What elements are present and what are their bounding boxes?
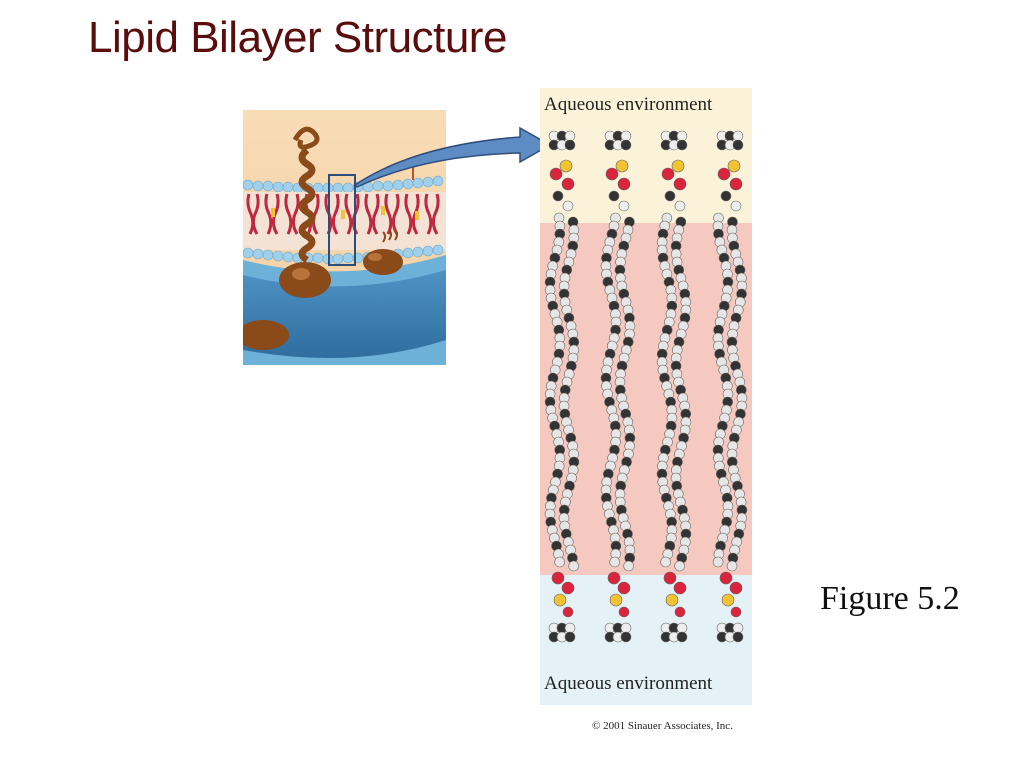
- atom: [732, 139, 744, 151]
- atom: [676, 139, 688, 151]
- atom: [660, 556, 671, 568]
- atom: [551, 571, 565, 585]
- atom: [553, 593, 567, 607]
- atom: [623, 560, 634, 572]
- atom: [552, 190, 564, 202]
- aqueous-bottom-label: Aqueous environment: [544, 673, 713, 694]
- atom: [674, 560, 685, 572]
- atom: [561, 581, 575, 595]
- atom: [729, 177, 743, 191]
- aqueous-top-label: Aqueous environment: [544, 94, 713, 115]
- atom: [674, 200, 686, 212]
- atom: [676, 631, 688, 643]
- atom: [564, 139, 576, 151]
- atom: [676, 130, 688, 142]
- atom: [663, 571, 677, 585]
- atom: [620, 622, 632, 634]
- copyright-notice: © 2001 Sinauer Associates, Inc.: [592, 720, 733, 732]
- atom: [562, 606, 574, 618]
- atom: [617, 177, 631, 191]
- atom: [673, 581, 687, 595]
- atom: [608, 190, 620, 202]
- atom: [661, 167, 675, 181]
- atom: [564, 130, 576, 142]
- atom: [665, 593, 679, 607]
- figure-label: Figure 5.2: [820, 580, 960, 617]
- atom: [673, 177, 687, 191]
- atom: [720, 190, 732, 202]
- atom: [564, 631, 576, 643]
- atom: [671, 159, 685, 173]
- page-title: Lipid Bilayer Structure: [88, 13, 507, 62]
- atom: [562, 200, 574, 212]
- atom: [618, 200, 630, 212]
- atom: [717, 167, 731, 181]
- atom: [712, 556, 724, 568]
- atom: [676, 622, 688, 634]
- atom: [719, 571, 733, 585]
- atom: [726, 560, 738, 572]
- atom: [618, 606, 630, 618]
- atom: [559, 159, 573, 173]
- atom: [732, 622, 744, 634]
- atom: [609, 593, 623, 607]
- atom: [605, 167, 619, 181]
- atom: [727, 159, 741, 173]
- atom: [620, 139, 632, 151]
- bilayer-molecules: [540, 88, 752, 705]
- membrane-inset-illustration: [243, 110, 446, 365]
- atom: [564, 622, 576, 634]
- atom: [554, 556, 565, 568]
- atom: [721, 593, 735, 607]
- bilayer-model: Aqueous environment Aqueous environment: [540, 88, 752, 705]
- atom: [609, 556, 620, 568]
- atom: [729, 581, 743, 595]
- atom: [620, 631, 632, 643]
- atom: [620, 130, 632, 142]
- atom: [549, 167, 563, 181]
- atom: [730, 200, 742, 212]
- atom: [730, 606, 742, 618]
- atom: [674, 606, 686, 618]
- atom: [732, 631, 744, 643]
- atom: [561, 177, 575, 191]
- atom: [732, 130, 744, 142]
- atom: [664, 190, 676, 202]
- arrow-icon: [353, 126, 552, 188]
- atom: [615, 159, 629, 173]
- atom: [568, 560, 579, 572]
- atom: [607, 571, 621, 585]
- atom: [617, 581, 631, 595]
